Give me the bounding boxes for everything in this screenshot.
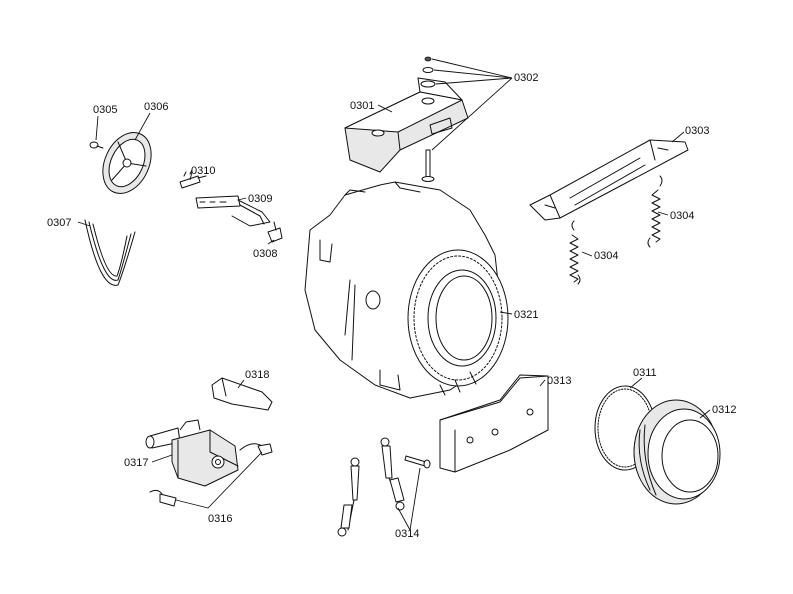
part-0316-hose-clip-right — [239, 443, 273, 456]
leader-0309 — [237, 197, 247, 201]
label-0310: 0310 — [191, 165, 215, 177]
label-0311: 0311 — [633, 367, 657, 379]
leader-0304a — [657, 211, 669, 216]
part-0314-shock-absorber-right — [380, 437, 405, 511]
leader-0306 — [134, 112, 151, 141]
leader-0311 — [629, 377, 643, 389]
part-0309-heating-element — [195, 195, 271, 227]
label-0318: 0318 — [245, 369, 269, 381]
leader-0301 — [377, 104, 393, 113]
part-0313-front-counterweight — [439, 374, 549, 473]
part-0303-tub-brace — [529, 139, 689, 221]
label-0306: 0306 — [144, 101, 168, 113]
leader-0310 — [189, 171, 193, 181]
leader-0316 — [175, 451, 263, 509]
leader-0317 — [151, 454, 173, 463]
leader-0303 — [671, 131, 685, 143]
label-0308: 0308 — [253, 248, 277, 260]
label-0307: 0307 — [47, 217, 71, 229]
label-0302: 0302 — [514, 72, 538, 84]
label-0317: 0317 — [124, 457, 148, 469]
label-0312: 0312 — [712, 404, 736, 416]
part-0316-hose-clip-left — [149, 489, 177, 507]
part-0312-door-seal — [633, 399, 721, 505]
label-0314: 0314 — [395, 528, 419, 540]
leader-0312 — [699, 409, 711, 419]
label-0313: 0313 — [547, 375, 571, 387]
label-0303: 0303 — [685, 125, 709, 137]
label-0321: 0321 — [514, 309, 538, 321]
part-0306-pulley — [102, 132, 152, 194]
part-0302-screws-washers — [420, 56, 436, 182]
part-0318-bracket — [211, 377, 273, 411]
part-0314-shock-absorber-left — [337, 457, 360, 537]
label-0304-lower: 0304 — [594, 250, 618, 262]
label-0301: 0301 — [350, 100, 374, 112]
leader-0321 — [499, 311, 513, 315]
leader-0314 — [397, 467, 421, 531]
part-0310-sensor — [179, 169, 207, 189]
part-0317-drain-pump — [145, 419, 239, 487]
part-0308-nut — [267, 221, 283, 243]
leader-0304b — [581, 251, 593, 257]
leader-0305 — [95, 115, 99, 141]
leader-0313 — [539, 379, 546, 387]
label-0304-upper: 0304 — [670, 210, 694, 222]
part-0301-top-counterweight — [344, 77, 469, 173]
part-0307-drive-belt — [84, 219, 136, 286]
label-0309: 0309 — [248, 193, 272, 205]
leader-0318 — [237, 379, 245, 389]
part-0321-tub-assembly — [304, 181, 509, 399]
part-0314-bolt — [404, 455, 431, 469]
label-0316: 0316 — [208, 513, 232, 525]
leader-0307 — [77, 221, 91, 227]
part-0305-screw — [89, 141, 104, 149]
part-0304-spring-left — [569, 220, 581, 285]
leader-0302 — [431, 58, 513, 151]
part-0304-spring-right — [647, 175, 663, 248]
leader-0308 — [267, 239, 275, 245]
label-0305: 0305 — [93, 104, 117, 116]
